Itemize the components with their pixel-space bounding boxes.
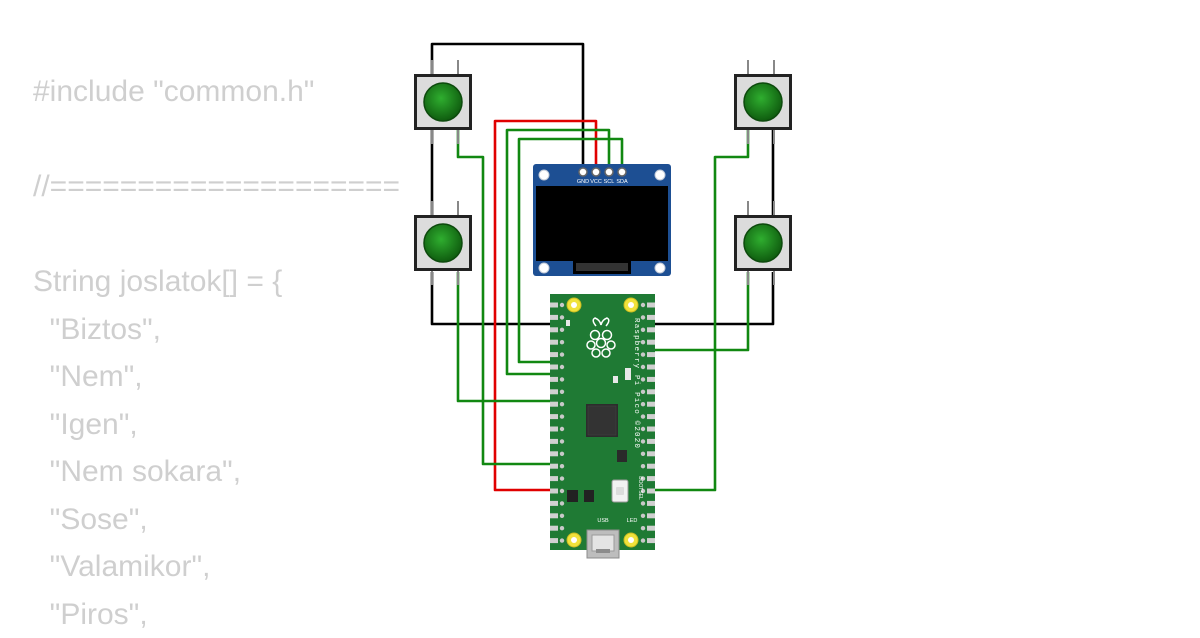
pico-pin-hole — [560, 526, 564, 530]
pico-pin-hole — [641, 501, 645, 505]
pico-pin-hole — [641, 439, 645, 443]
pico-pin-right — [647, 315, 655, 320]
pico-pin-left — [550, 439, 558, 444]
pico-pin-hole — [560, 476, 564, 480]
pico-pin-hole — [641, 538, 645, 542]
usb-connector — [587, 530, 619, 558]
pico-pin-hole — [560, 489, 564, 493]
button-bottom-left[interactable] — [414, 201, 472, 285]
pico-pin-left — [550, 451, 558, 456]
pico-pin-hole — [560, 315, 564, 319]
pico-pin-hole — [641, 377, 645, 381]
pico-pin-left — [550, 464, 558, 469]
led-label: LED — [627, 518, 638, 524]
pico-pin-right — [647, 340, 655, 345]
oled-pin-scl: SCL — [604, 179, 615, 185]
pico-pin-left — [550, 315, 558, 320]
pico-pin-hole — [560, 328, 564, 332]
pico-pin-hole — [560, 514, 564, 518]
pico-pin-left — [550, 389, 558, 394]
oled-pin-sda: SDA — [616, 179, 628, 185]
pico-pin-left — [550, 414, 558, 419]
pico-pin-left — [550, 402, 558, 407]
pico-pin-hole — [560, 352, 564, 356]
pico-pin-right — [647, 501, 655, 506]
button-top-right[interactable] — [734, 60, 792, 144]
pico-pin-hole — [641, 464, 645, 468]
pico-pin-left — [550, 427, 558, 432]
pico-pin-right — [647, 365, 655, 370]
button-top-left[interactable] — [414, 60, 472, 144]
pico-pin-left — [550, 489, 558, 494]
pico-pin-hole — [560, 439, 564, 443]
pico-pin-left — [550, 513, 558, 518]
pico-pin-right — [647, 439, 655, 444]
pico-pin-right — [647, 402, 655, 407]
pico-pin-hole — [560, 414, 564, 418]
button-bottom-right[interactable] — [734, 201, 792, 285]
pico-pin-hole — [641, 414, 645, 418]
pico-pin-hole — [641, 328, 645, 332]
oled-screen — [536, 186, 668, 261]
pico-pin-right — [647, 538, 655, 543]
pico-pin-hole — [560, 501, 564, 505]
pico-pin-right — [647, 427, 655, 432]
oled-pin-vcc: VCC — [590, 179, 602, 185]
pico-pin-hole — [641, 452, 645, 456]
pico-pin-hole — [560, 452, 564, 456]
pico-pin-hole — [641, 402, 645, 406]
pico-pin-left — [550, 340, 558, 345]
pico-pin-hole — [641, 303, 645, 307]
pico-pin-hole — [641, 427, 645, 431]
pico-pin-hole — [641, 390, 645, 394]
pico-pin-hole — [560, 538, 564, 542]
pico-pin-hole — [641, 514, 645, 518]
oled-pin-gnd: GND — [577, 179, 589, 185]
pico-pin-left — [550, 365, 558, 370]
pico-pin-hole — [641, 352, 645, 356]
pico-pin-right — [647, 389, 655, 394]
pico-pin-right — [647, 451, 655, 456]
pico-pin-hole — [641, 340, 645, 344]
pico-pin-right — [647, 476, 655, 481]
pico-board[interactable]: BOOTSEL Raspberry Pi Pico ©2020 USB LED — [550, 294, 655, 558]
pico-pin-hole — [560, 464, 564, 468]
pico-pin-hole — [560, 427, 564, 431]
bootsel-label: BOOTSEL — [637, 476, 643, 500]
pico-pin-hole — [641, 365, 645, 369]
pico-pin-hole — [560, 402, 564, 406]
pico-pin-left — [550, 327, 558, 332]
pico-board-label: Raspberry Pi Pico ©2020 — [632, 318, 641, 449]
pico-pin-left — [550, 526, 558, 531]
oled-display[interactable]: GND VCC SCL SDA — [533, 164, 671, 276]
usb-label: USB — [597, 518, 609, 524]
pico-pin-hole — [560, 365, 564, 369]
pico-pin-right — [647, 352, 655, 357]
pico-pin-right — [647, 513, 655, 518]
pico-pin-hole — [641, 526, 645, 530]
pico-pin-hole — [641, 315, 645, 319]
pico-pin-hole — [560, 377, 564, 381]
pico-pin-hole — [560, 390, 564, 394]
pico-pin-hole — [560, 340, 564, 344]
pico-pin-right — [647, 489, 655, 494]
pico-pin-right — [647, 414, 655, 419]
pico-pin-left — [550, 501, 558, 506]
pico-pin-right — [647, 377, 655, 382]
wire-btn-br — [648, 272, 748, 350]
pico-pin-right — [647, 526, 655, 531]
pico-pin-left — [550, 303, 558, 308]
pico-pin-right — [647, 327, 655, 332]
pico-pin-hole — [560, 303, 564, 307]
pico-pin-left — [550, 476, 558, 481]
pico-pin-right — [647, 464, 655, 469]
pico-pin-left — [550, 352, 558, 357]
pico-pin-left — [550, 377, 558, 382]
pico-pin-left — [550, 538, 558, 543]
wire-gnd-pico-right — [648, 272, 773, 324]
pico-pin-right — [647, 303, 655, 308]
